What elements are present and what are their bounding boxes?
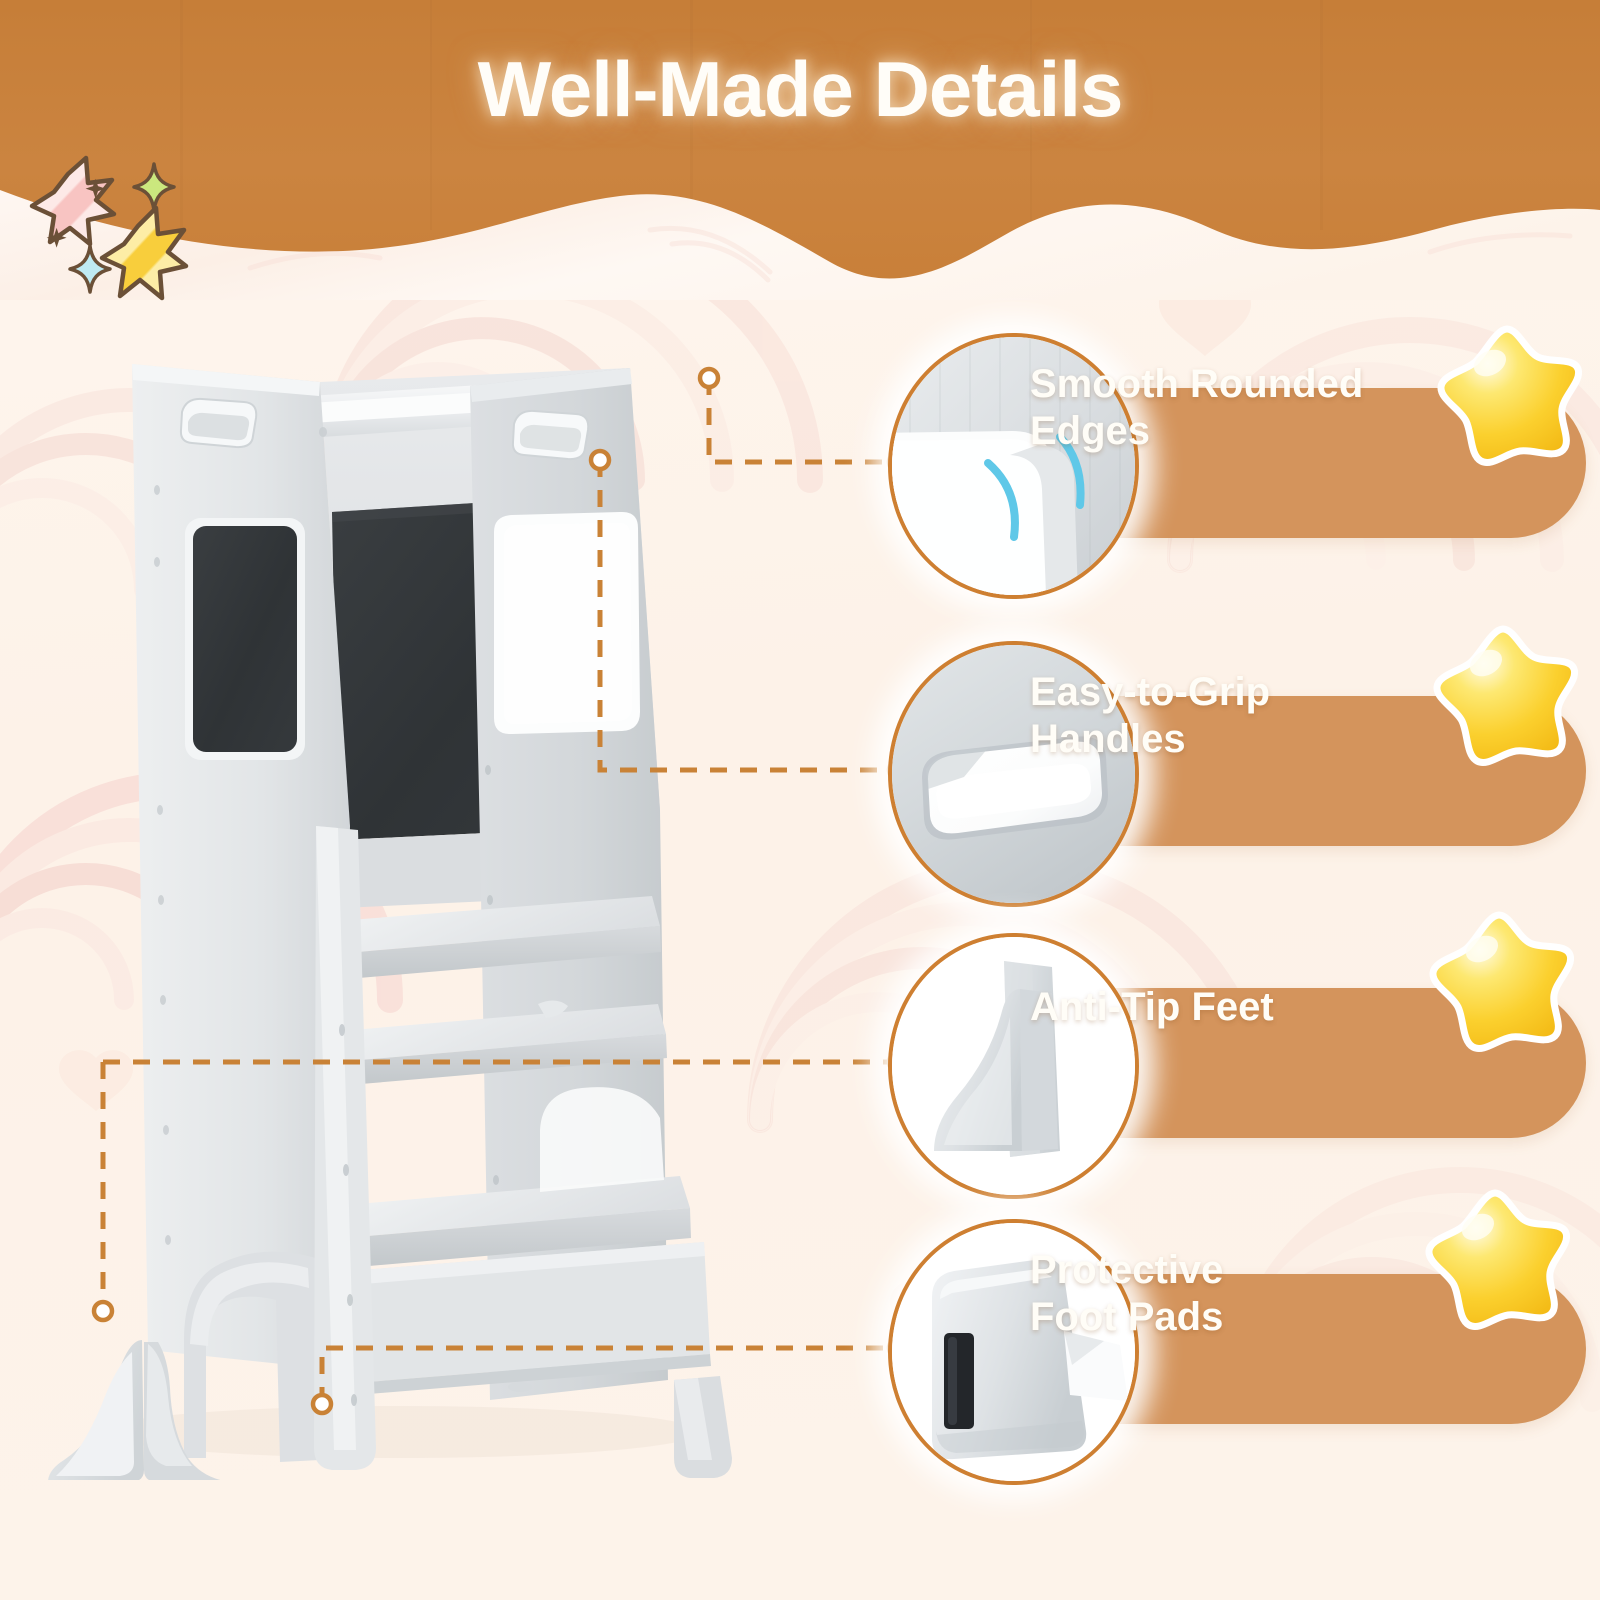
feature-card-easy-to-grip-handles[interactable]: Easy-to-Grip Handles	[880, 625, 1590, 907]
star-badge-icon	[1432, 321, 1582, 467]
blue-sparkle-icon	[68, 244, 112, 294]
feature-label: Smooth Rounded Edges	[1030, 361, 1364, 453]
header-banner	[0, 0, 1600, 300]
page-title: Well-Made Details	[477, 45, 1124, 133]
foot-pad-closeup-icon	[892, 1223, 1135, 1481]
feature-image-bubble	[888, 333, 1139, 599]
sparkle-plus-icon	[46, 178, 106, 248]
feature-label: Easy-to-Grip Handles	[1030, 669, 1271, 761]
feature-image-bubble	[888, 641, 1139, 907]
feature-label: Protective Foot Pads	[1030, 1247, 1224, 1339]
handle-closeup-icon	[892, 645, 1135, 903]
star-badge-icon	[1424, 907, 1574, 1053]
pink-star-icon	[29, 155, 117, 247]
feature-card-smooth-rounded-edges[interactable]: Smooth Rounded Edges	[880, 325, 1590, 599]
star-badge-icon	[1428, 621, 1578, 767]
feature-image-bubble	[888, 1219, 1139, 1485]
header-decorative-stars	[28, 150, 238, 320]
feature-image-bubble	[888, 933, 1139, 1199]
feature-card-anti-tip-feet[interactable]: Anti-Tip Feet	[880, 911, 1590, 1199]
product-image-learning-tower	[20, 340, 780, 1480]
star-badge-icon	[1420, 1185, 1570, 1331]
anti-tip-foot-closeup-icon	[892, 937, 1135, 1195]
yellow-star-icon	[99, 205, 189, 301]
feature-card-protective-foot-pads[interactable]: Protective Foot Pads	[880, 1189, 1590, 1485]
green-sparkle-icon	[132, 162, 176, 212]
feature-label: Anti-Tip Feet	[1030, 985, 1274, 1030]
rounded-edge-closeup-icon	[892, 337, 1135, 595]
